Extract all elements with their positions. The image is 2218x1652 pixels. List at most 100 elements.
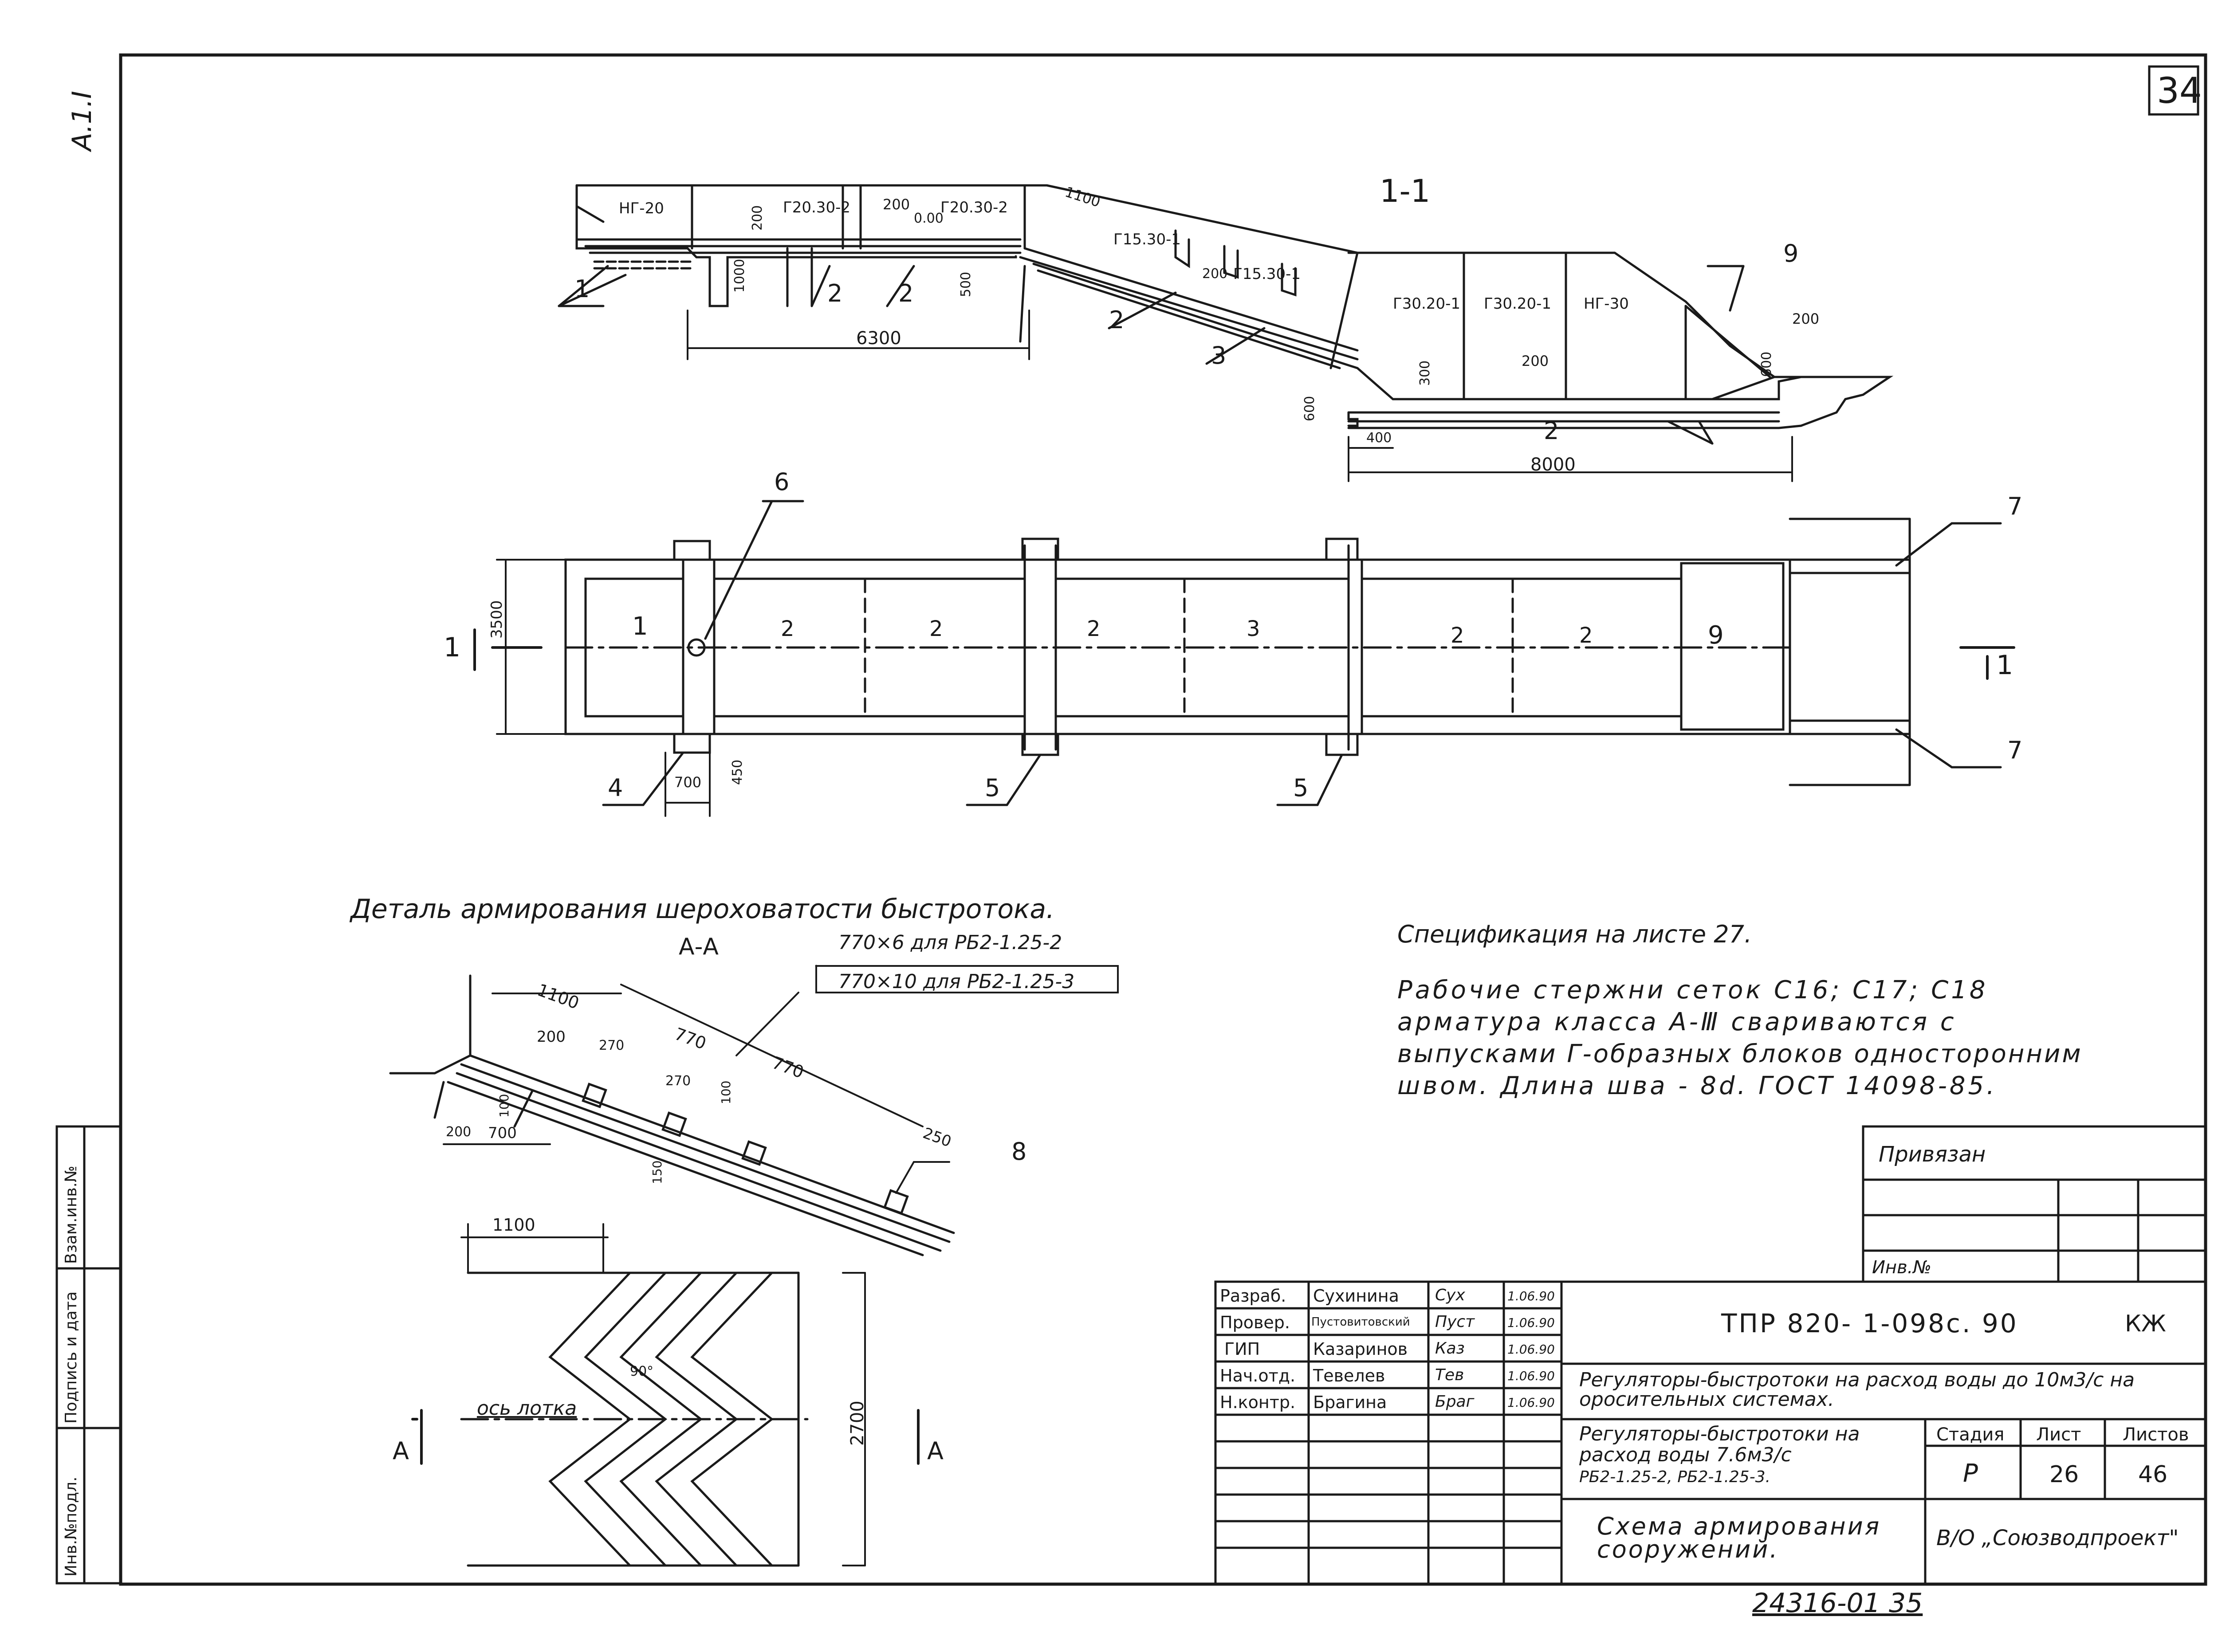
detail-dim-150: 150 [650, 1160, 665, 1184]
detail-a-a-drawing [389, 965, 1119, 1256]
sig-name-3: Тевелев [1313, 1366, 1385, 1385]
plan-zone-2-e: 2 [1579, 623, 1593, 648]
page-number-box [2148, 65, 2199, 116]
detail-dim-100-a: 100 [497, 1094, 511, 1118]
sig-role-3: Нач.отд. [1220, 1366, 1296, 1385]
left-strip-label-sign: Подпись и дата [62, 1291, 80, 1424]
sig-sign-0: Сух [1435, 1286, 1465, 1304]
sig-role-2: ГИП [1224, 1339, 1260, 1359]
plan-callout-5-a: 5 [985, 774, 1000, 802]
doc-title-line-3: РБ2-1.25-2, РБ2-1.25-3. [1579, 1468, 1771, 1486]
detail-dim-270-b: 270 [665, 1073, 691, 1089]
dim-200-c: 200 [1202, 266, 1228, 282]
block-label-g30-20-1b: Г30.20-1 [1484, 295, 1551, 313]
drawing-title-line-1: Схема армирования [1597, 1512, 1881, 1540]
chevron-section-mark-right: А [927, 1437, 944, 1465]
callout-2-b: 2 [898, 279, 914, 307]
detail-spec-line-1: 770×6 для РБ2-1.25-2 [838, 931, 1062, 954]
sig-sign-2: Каз [1435, 1339, 1465, 1358]
archive-number: 24316-01 35 [1752, 1588, 1923, 1619]
project-title: Регуляторы-быстротоки на расход воды до … [1579, 1369, 2135, 1411]
detail-dim-700: 700 [488, 1124, 517, 1142]
block-label-g15-30-1a: Г15.30-1 [1113, 231, 1181, 248]
dim-400: 400 [1366, 430, 1392, 446]
plan-section-mark-right: 1 [1996, 650, 2014, 681]
plan-drawing [473, 500, 2015, 817]
sig-name-1: Пустовитовский [1311, 1315, 1410, 1329]
sheets-value: 46 [2138, 1461, 2168, 1488]
plan-callout-4: 4 [608, 774, 623, 802]
detail-dim-100-b: 100 [719, 1080, 733, 1104]
section-1-1-drawing [558, 184, 1894, 482]
sig-date-1: 1.06.90 [1507, 1315, 1555, 1330]
left-strip-label-inv: Инв.№подл. [62, 1476, 80, 1577]
drawing-title-line-2: сооружений. [1597, 1535, 1779, 1563]
axis-label: ось лотка [477, 1397, 577, 1420]
section-1-1-title: 1-1 [1380, 173, 1431, 209]
sig-role-1: Провер. [1220, 1313, 1290, 1332]
note-line-1: Рабочие стержни сеток С16; С17; С18 [1397, 976, 1988, 1005]
plan-callout-7-bottom: 7 [2007, 736, 2023, 764]
plan-callout-5-b: 5 [1293, 774, 1309, 802]
sig-sign-1: Пуст [1435, 1313, 1475, 1331]
left-strip [55, 1125, 122, 1585]
dim-1000: 1000 [732, 259, 747, 293]
block-label-g30-20-1a: Г30.20-1 [1393, 295, 1460, 313]
plan-zone-2-d: 2 [1451, 623, 1464, 648]
sig-name-4: Брагина [1313, 1393, 1387, 1412]
sig-sign-4: Браг [1435, 1393, 1475, 1411]
sheets-header: Листов [2123, 1424, 2189, 1445]
detail-dim-200: 200 [537, 1028, 566, 1046]
dim-500: 500 [958, 271, 974, 297]
dim-200-b: 200 [883, 196, 910, 213]
chevron-angle: 90° [630, 1364, 654, 1379]
block-label-g20-30-2b: Г20.30-2 [940, 199, 1008, 216]
sig-name-2: Казаринов [1313, 1339, 1408, 1359]
privyazan-title: Привязан [1879, 1142, 1986, 1167]
dim-600-a: 600 [1302, 396, 1317, 421]
callout-9: 9 [1783, 239, 1799, 267]
dim-200-e: 200 [1522, 353, 1549, 369]
plan-callout-6: 6 [774, 468, 790, 496]
block-label-g15-30-1b: Г15.30-1 [1233, 265, 1301, 283]
organization: В/О „Союзводпроект" [1936, 1526, 2179, 1550]
sig-name-0: Сухинина [1313, 1286, 1399, 1306]
page-number: 34 [2157, 70, 2202, 111]
title-block [1214, 1280, 2207, 1585]
callout-2-d: 2 [1544, 417, 1559, 445]
dim-600-b: 600 [1759, 351, 1774, 377]
plan-dim-450: 450 [730, 759, 745, 785]
detail-dim-270-a: 270 [599, 1038, 625, 1053]
plan-zone-3: 3 [1247, 616, 1260, 641]
dim-200-d: 200 [1792, 310, 1820, 327]
detail-spec-line-2: 770×10 для РБ2-1.25-3 [838, 970, 1075, 993]
sig-date-2: 1.06.90 [1507, 1342, 1555, 1357]
doc-title-line-1: Регуляторы-быстротоки на [1579, 1423, 1860, 1445]
sheet-value: 26 [2049, 1461, 2079, 1488]
dim-6300: 6300 [856, 328, 901, 349]
detail-callout-8: 8 [1011, 1138, 1027, 1165]
plan-zone-2-c: 2 [1087, 616, 1101, 641]
plan-zone-2-b: 2 [929, 616, 943, 641]
left-strip-label-vzam: Взам.инв.№ [62, 1165, 80, 1264]
block-label-ng30: НГ-30 [1584, 295, 1629, 313]
note-line-3: выпусками Г-образных блоков односторонни… [1397, 1040, 2083, 1068]
sig-date-4: 1.06.90 [1507, 1395, 1555, 1410]
detail-dim-200-b: 200 [446, 1124, 472, 1140]
plan-zone-2-a: 2 [781, 616, 794, 641]
privyazan-inv-label: Инв.№ [1872, 1257, 1931, 1278]
callout-3: 3 [1211, 341, 1227, 369]
drawing-mark: КЖ [2125, 1311, 2166, 1337]
plan-zone-1: 1 [632, 612, 648, 641]
note-line-4: швом. Длина шва - 8d. ГОСТ 14098-85. [1397, 1071, 1997, 1100]
sheet-frame [119, 53, 2207, 1586]
chevron-dim-1100: 1100 [492, 1215, 535, 1235]
detail-title: Деталь армирования шероховатости быстрот… [350, 894, 1055, 925]
chevron-detail-drawing [411, 1223, 920, 1567]
chevron-dim-2700: 2700 [847, 1401, 868, 1446]
doc-title-line-2: расход воды 7.6м3/с [1579, 1444, 1792, 1466]
callout-2-c: 2 [1109, 306, 1125, 334]
plan-dim-700: 700 [674, 774, 702, 791]
format-mark: А.1.I [67, 90, 98, 151]
